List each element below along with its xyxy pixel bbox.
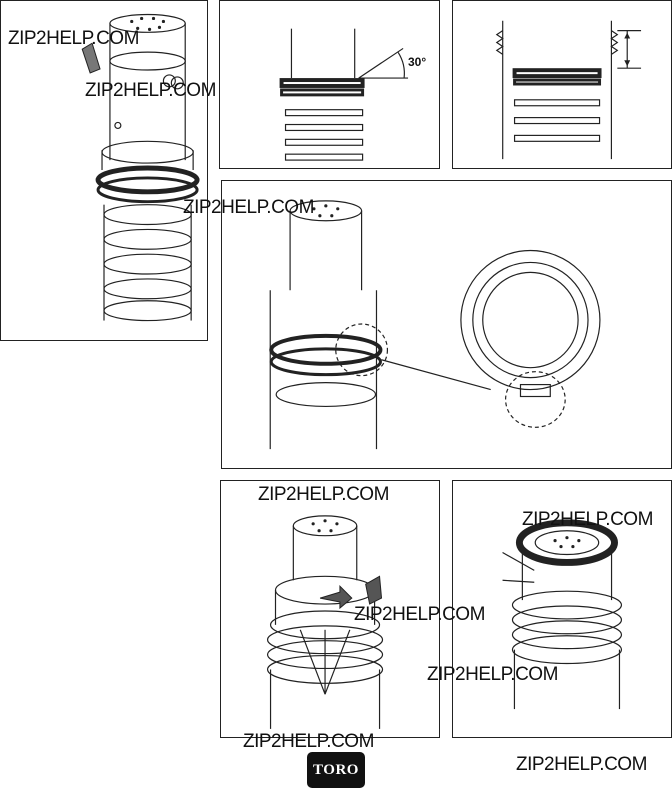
assembly-detail-illustration: [269, 200, 601, 450]
watermark-1: ZIP2HELP.COM: [8, 28, 139, 49]
retainer-rotation-illustration: [266, 515, 384, 729]
figure-panel-6: [452, 480, 672, 738]
seal-angle-illustration: [279, 28, 409, 161]
figure-panel-1: [0, 0, 208, 341]
rotate-left-arrow-icon: [319, 585, 353, 610]
stator-spring-illustration: [81, 13, 200, 322]
figure-panel-3: [452, 0, 672, 169]
watermark-4: ZIP2HELP.COM: [258, 484, 389, 505]
arrow-icon: [81, 42, 101, 74]
watermark-7: ZIP2HELP.COM: [427, 664, 558, 685]
case-section-illustration: [495, 20, 642, 160]
figure-panel-5: [220, 480, 440, 738]
watermark-2: ZIP2HELP.COM: [85, 80, 216, 101]
seal-installed-illustration: [502, 519, 623, 710]
watermark-3: ZIP2HELP.COM: [183, 197, 314, 218]
watermark-8: ZIP2HELP.COM: [243, 731, 374, 752]
watermark-6: ZIP2HELP.COM: [354, 604, 485, 625]
figure-panel-2: 30°: [219, 0, 440, 169]
figure-panel-4: [221, 180, 672, 469]
rotate-right-arrow-icon: [365, 575, 383, 605]
angle-label: 30°: [408, 55, 427, 69]
watermark-5: ZIP2HELP.COM: [522, 509, 653, 530]
watermark-9: ZIP2HELP.COM: [516, 754, 647, 775]
toro-logo: TORO: [307, 752, 365, 788]
